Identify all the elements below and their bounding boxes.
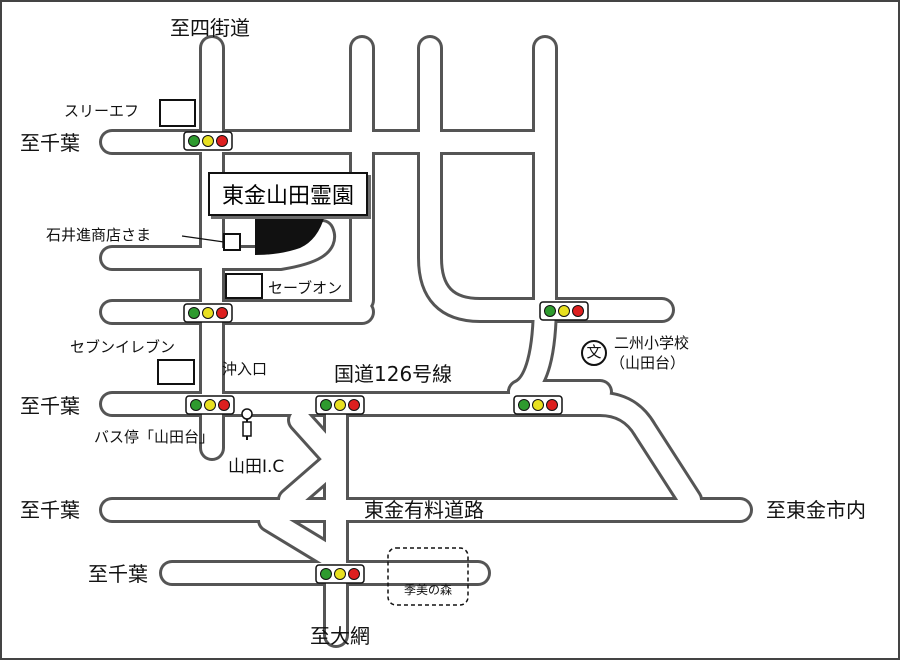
direction-west-upper-label: 至千葉 — [20, 131, 80, 155]
ishii-shop-box — [223, 233, 241, 251]
traffic-signal — [513, 395, 563, 415]
park-label: 季美の森 — [403, 583, 453, 597]
seven-on-store-label: セーブオン — [268, 279, 343, 297]
bus-stop-label: バス停「山田台」 — [94, 428, 215, 446]
park-area — [387, 547, 469, 606]
direction-east-label: 至東金市内 — [766, 498, 866, 522]
traffic-signal — [315, 564, 365, 584]
direction-west-lower-label: 至千葉 — [88, 562, 148, 586]
seven-on-store-box — [225, 273, 263, 299]
seven-eleven-store-label: セブンイレブン — [70, 338, 176, 356]
cemetery-title: 東金山田霊園 — [208, 172, 368, 216]
seven-eleven-store-box — [157, 359, 195, 385]
intersection-label: 沖入口 — [222, 360, 268, 378]
school-area-label: （山田台） — [610, 354, 686, 372]
traffic-signal — [183, 303, 233, 323]
three-f-store-box — [159, 99, 196, 127]
direction-west-middle-label: 至千葉 — [20, 394, 80, 418]
traffic-signal — [183, 131, 233, 151]
national-route-label: 国道126号線 — [334, 362, 453, 386]
direction-north-label: 至四街道 — [170, 16, 250, 40]
cemetery-area — [255, 215, 325, 255]
bus-stop-icon — [241, 408, 253, 440]
ishii-shop-leader — [181, 235, 225, 243]
traffic-signal — [539, 301, 589, 321]
direction-south-label: 至大網 — [310, 624, 370, 648]
three-f-store-label: スリーエフ — [64, 102, 140, 120]
interchange-label: 山田I.C — [228, 457, 285, 477]
direction-west-expressway-label: 至千葉 — [20, 498, 80, 522]
school-symbol-label: 文 — [586, 343, 602, 361]
traffic-signal — [185, 395, 235, 415]
toll-road-label: 東金有料道路 — [364, 498, 484, 522]
ishii-shop-label: 石井進商店さま — [46, 226, 152, 244]
school-symbol-icon — [581, 340, 607, 366]
school-name-label: 二州小学校 — [614, 334, 690, 352]
traffic-signal — [315, 395, 365, 415]
